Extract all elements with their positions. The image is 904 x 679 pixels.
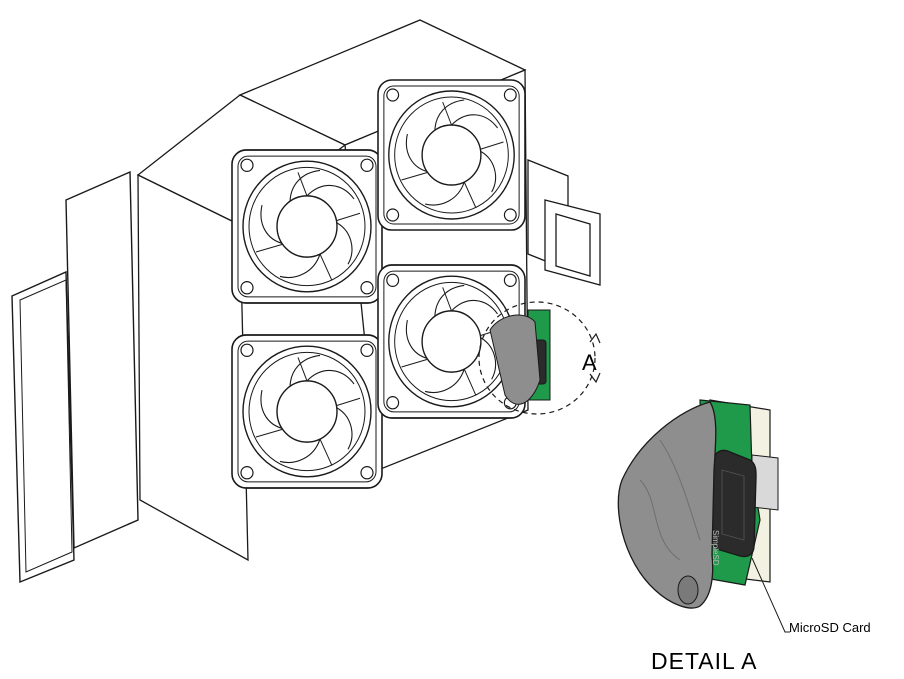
detail-callout-circle (478, 301, 601, 415)
detail-callout-letter: A (582, 350, 597, 375)
callout-leader-line (751, 557, 790, 633)
microsd-card (711, 449, 757, 558)
connector-block (527, 159, 601, 286)
cover-flap (617, 401, 717, 609)
detail-a-view (617, 399, 790, 633)
fan-top-left (231, 149, 383, 304)
fan-bottom-left (231, 334, 383, 489)
card-marking: SimpleSD (711, 530, 720, 566)
back-plate (11, 170, 139, 584)
pcb-edge-overview (489, 309, 551, 405)
fan-top-right (377, 79, 526, 231)
microsd-card-label: MicroSD Card (789, 620, 871, 635)
detail-title: DETAIL A (651, 648, 758, 674)
